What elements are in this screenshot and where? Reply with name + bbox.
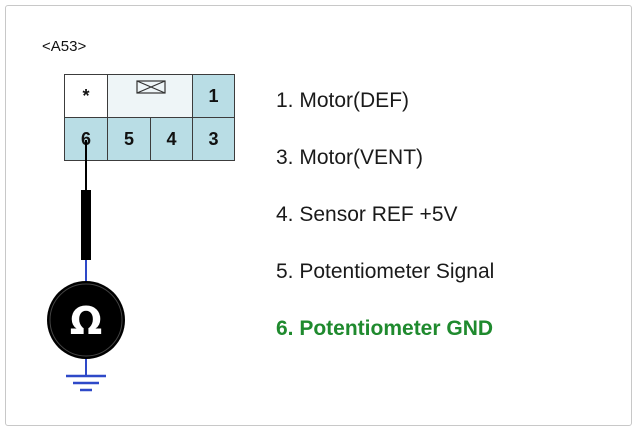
pin-description-6: 6. Potentiometer GND xyxy=(276,317,494,340)
connector-pin-5: 5 xyxy=(107,117,151,161)
pin-description-1: 1. Motor(DEF) xyxy=(276,89,410,112)
pin-description-5: 5. Potentiometer Signal xyxy=(276,260,495,283)
probe-lead xyxy=(81,190,91,260)
connector-pin-4: 4 xyxy=(150,117,193,161)
connector-pin-blank xyxy=(107,74,193,118)
meter-symbol: Ω xyxy=(70,299,102,343)
ground-icon xyxy=(66,374,106,392)
connector-name: <A53> xyxy=(42,38,87,55)
connector-pin-1: 1 xyxy=(192,74,235,118)
ohmmeter-icon: Ω xyxy=(47,281,125,359)
connector-pin-3-cell: 3 xyxy=(192,117,235,161)
crossed-box-icon xyxy=(136,80,166,94)
pin-description-3: 3. Motor(VENT) xyxy=(276,146,424,169)
pin-description-4: 4. Sensor REF +5V xyxy=(276,203,458,226)
pin-description-list: 1. Motor(DEF) 3. Motor(VENT) 4. Sensor R… xyxy=(276,86,494,371)
